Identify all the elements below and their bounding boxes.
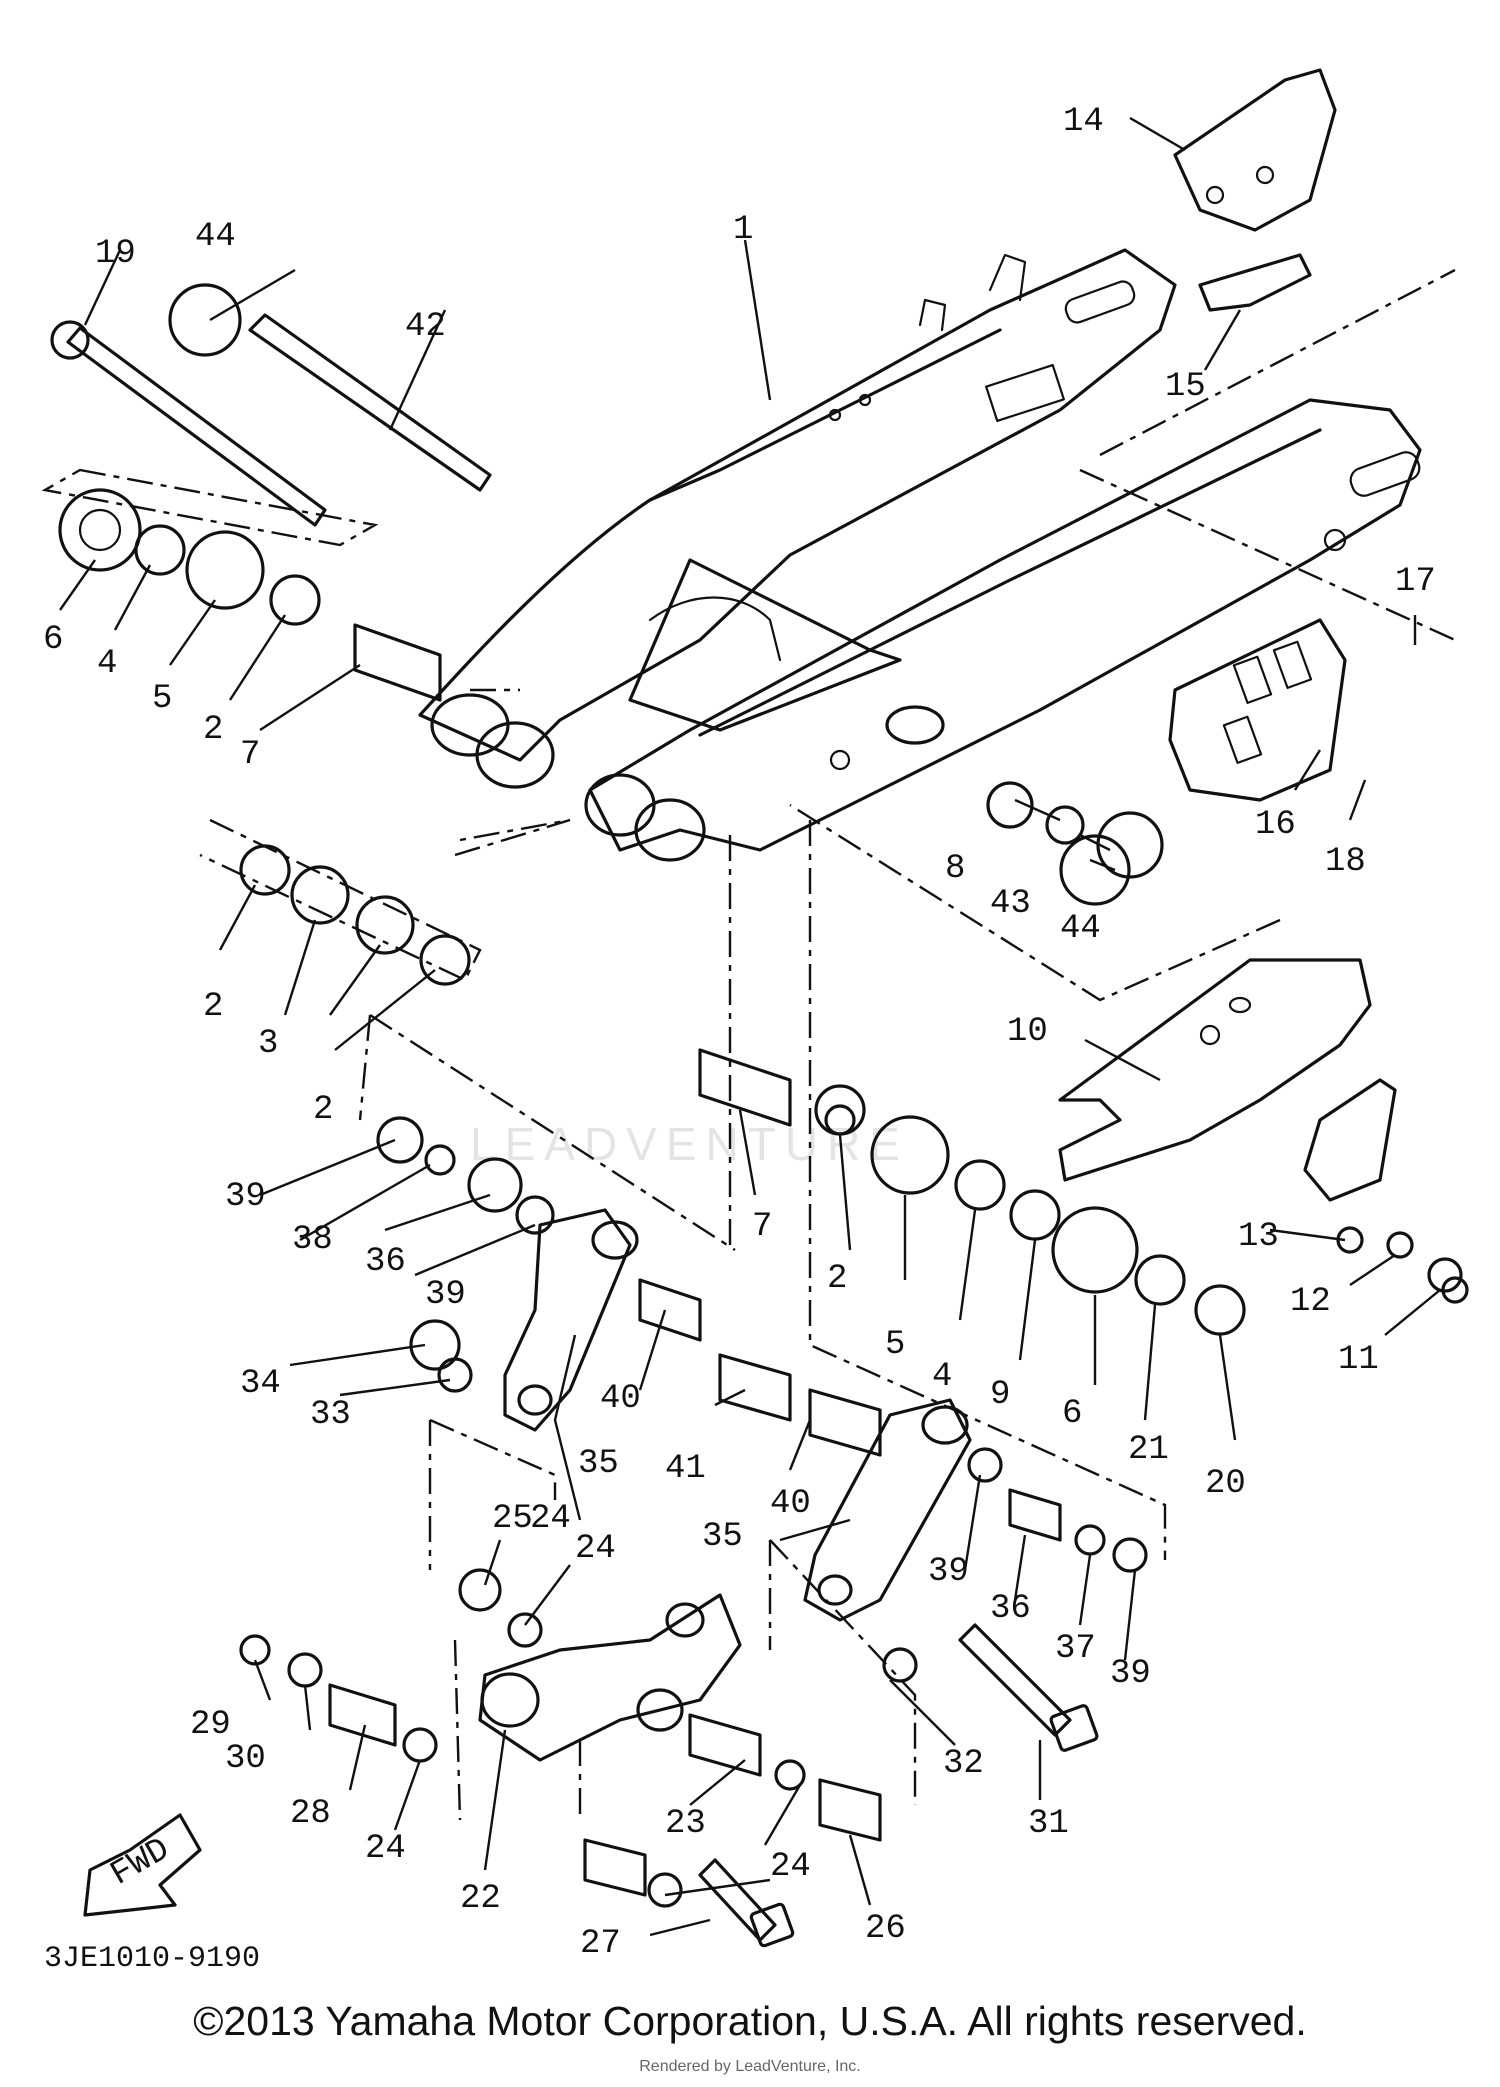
relay-arm <box>1058 958 1397 1202</box>
callout-24: 24 <box>770 1848 811 1886</box>
callout-34: 34 <box>240 1365 281 1403</box>
callout-22: 22 <box>460 1880 501 1918</box>
callout-41: 41 <box>665 1450 706 1488</box>
leader-lines <box>59 116 1441 1937</box>
callout-39: 39 <box>928 1553 969 1591</box>
callout-labels: 1 2 2 2 2 3 4 4 5 5 6 6 7 7 8 9 10 11 12… <box>43 103 1436 1963</box>
callout-2: 2 <box>827 1260 847 1298</box>
callout-36: 36 <box>365 1243 406 1281</box>
callout-4: 4 <box>932 1358 952 1396</box>
callout-44: 44 <box>1060 910 1101 948</box>
callout-36: 36 <box>990 1590 1031 1628</box>
callout-2: 2 <box>203 988 223 1026</box>
callout-31: 31 <box>1028 1805 1069 1843</box>
callout-35: 35 <box>702 1518 743 1556</box>
callout-5: 5 <box>152 680 172 718</box>
callout-2: 2 <box>313 1091 333 1129</box>
callout-32: 32 <box>943 1745 984 1783</box>
small-parts <box>58 283 1469 1908</box>
relay-link <box>478 1593 742 1762</box>
callout-43: 43 <box>990 885 1031 923</box>
callout-24: 24 <box>365 1830 406 1868</box>
callout-17: 17 <box>1395 563 1436 601</box>
callout-14: 14 <box>1063 103 1104 141</box>
assembly-reference-lines <box>41 268 1456 1821</box>
callout-37: 37 <box>1055 1630 1096 1668</box>
callout-39: 39 <box>225 1178 266 1216</box>
callout-44: 44 <box>195 218 236 256</box>
callout-15: 15 <box>1165 368 1206 406</box>
callout-23: 23 <box>665 1805 706 1843</box>
callout-10: 10 <box>1007 1013 1048 1051</box>
callout-12: 12 <box>1290 1283 1331 1321</box>
callout-30: 30 <box>225 1740 266 1778</box>
callout-16: 16 <box>1255 806 1296 844</box>
callout-13: 13 <box>1238 1218 1279 1256</box>
callout-24: 24 <box>530 1500 571 1538</box>
callout-42: 42 <box>405 308 446 346</box>
fwd-label: FWD <box>105 1831 177 1895</box>
callout-3: 3 <box>258 1025 278 1063</box>
callout-21: 21 <box>1128 1431 1169 1469</box>
callout-4: 4 <box>97 645 117 683</box>
callout-35: 35 <box>578 1445 619 1483</box>
callout-8: 8 <box>945 850 965 888</box>
callout-7: 7 <box>752 1208 772 1246</box>
callout-2: 2 <box>203 711 223 749</box>
callout-1: 1 <box>733 211 753 249</box>
callout-7: 7 <box>240 736 260 774</box>
callout-38: 38 <box>292 1221 333 1259</box>
callout-19: 19 <box>95 235 136 273</box>
callout-40: 40 <box>600 1380 641 1418</box>
callout-6: 6 <box>1062 1395 1082 1433</box>
callout-20: 20 <box>1205 1465 1246 1503</box>
callout-9: 9 <box>990 1376 1010 1414</box>
diagram-code: 3JE1010-9190 <box>44 1942 261 1976</box>
callout-39: 39 <box>1110 1655 1151 1693</box>
copyright-notice: ©2013 Yamaha Motor Corporation, U.S.A. A… <box>193 1998 1307 2044</box>
swingarm <box>418 248 1422 862</box>
callout-33: 33 <box>310 1396 351 1434</box>
callout-29: 29 <box>190 1706 231 1744</box>
callout-5: 5 <box>885 1326 905 1364</box>
fwd-arrow: FWD <box>83 1813 202 1917</box>
chain-guide <box>1173 68 1337 312</box>
callout-26: 26 <box>865 1910 906 1948</box>
callout-40: 40 <box>770 1485 811 1523</box>
callout-11: 11 <box>1338 1341 1379 1379</box>
callout-39: 39 <box>425 1276 466 1314</box>
callout-25: 25 <box>492 1500 533 1538</box>
connecting-rods <box>503 1208 972 1622</box>
callout-28: 28 <box>290 1795 331 1833</box>
fasteners <box>50 313 1099 1948</box>
callout-18: 18 <box>1325 843 1366 881</box>
callout-6: 6 <box>43 621 63 659</box>
callout-27: 27 <box>580 1925 621 1963</box>
callout-24: 24 <box>575 1530 616 1568</box>
rendered-by-notice: Rendered by LeadVenture, Inc. <box>639 2058 861 2075</box>
